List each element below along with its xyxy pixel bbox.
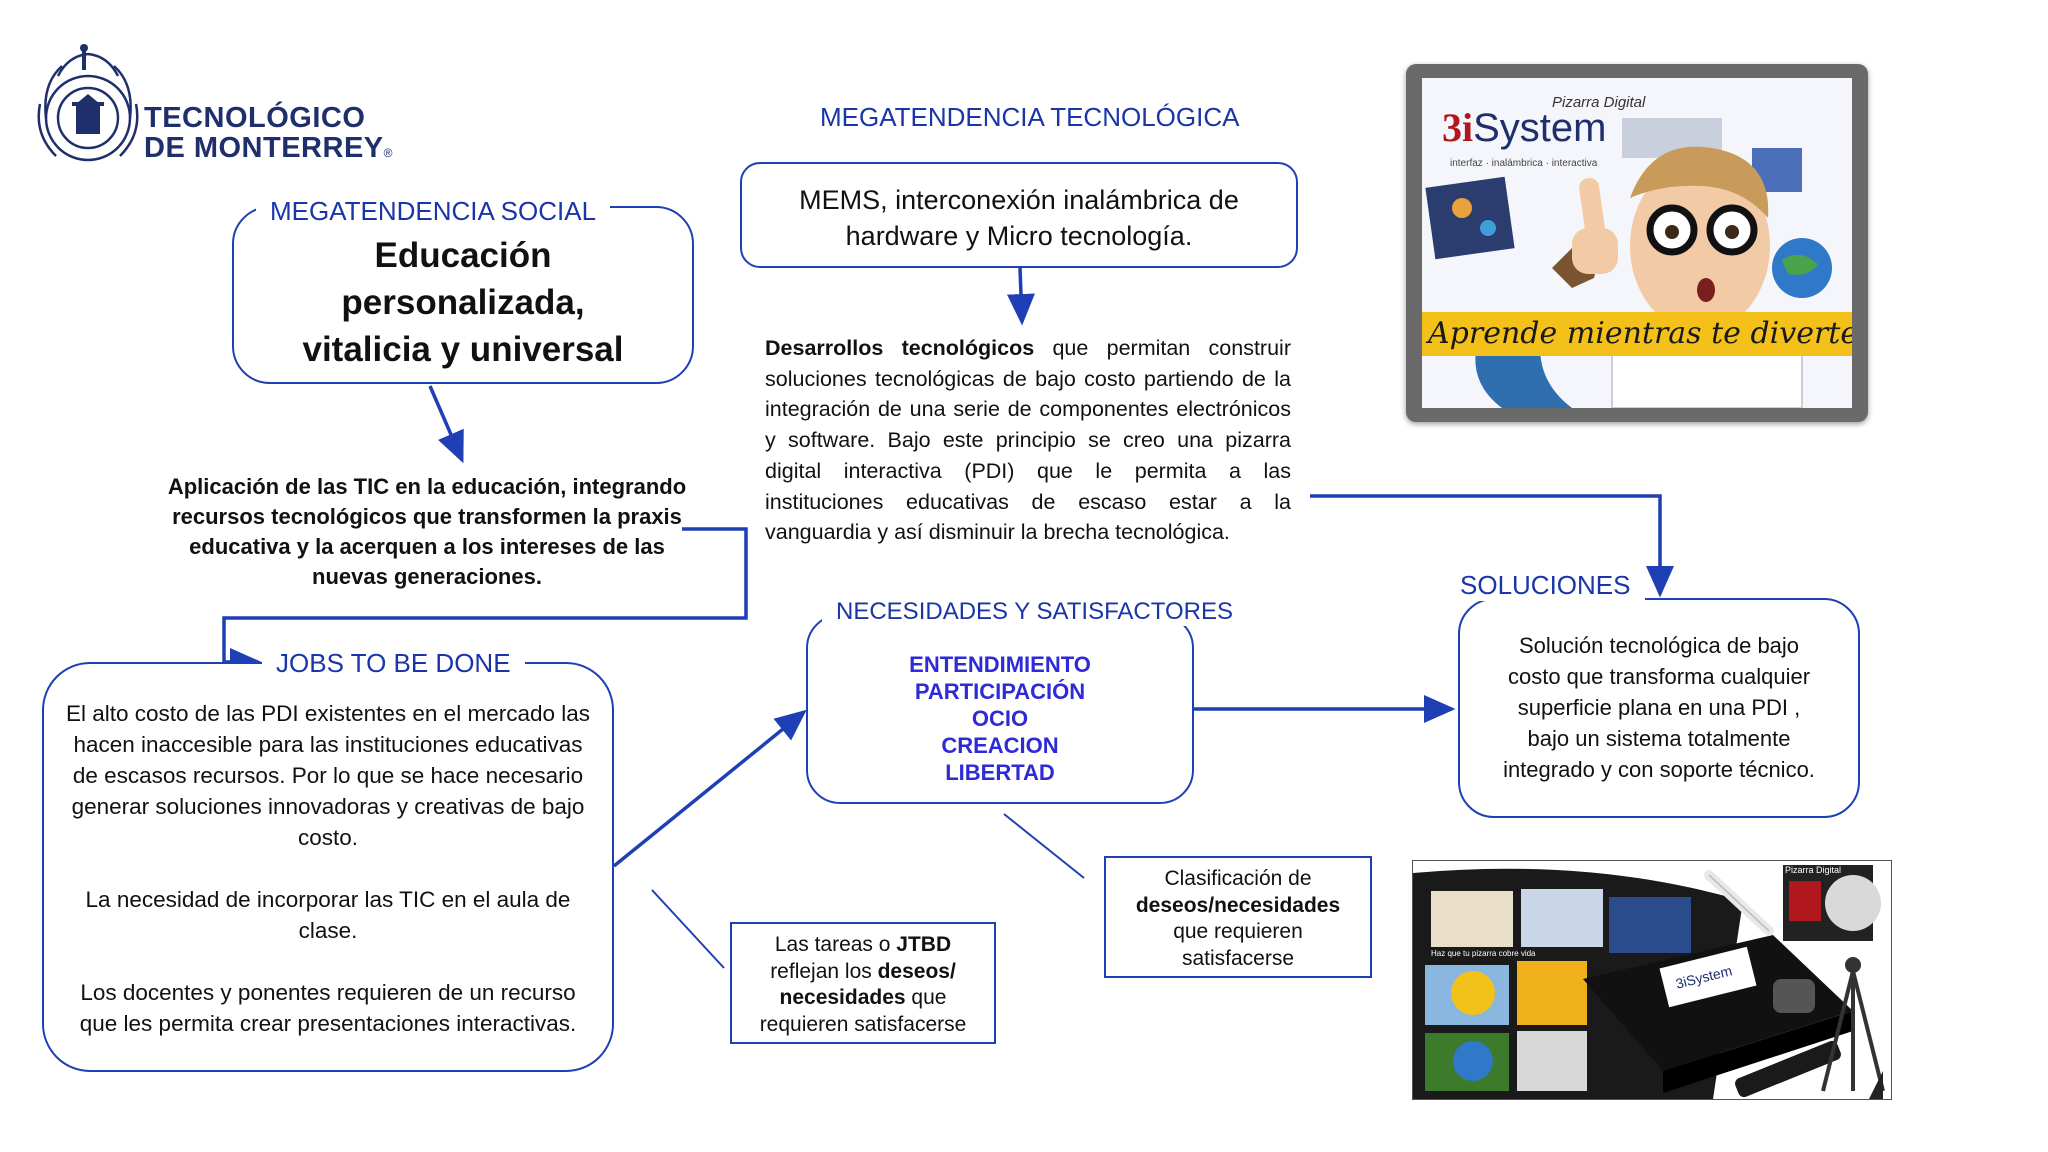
product-ad-screen: Pizarra Digital 3iSystem interfaz · inal… bbox=[1422, 78, 1852, 408]
necesidades-title: NECESIDADES Y SATISFACTORES bbox=[822, 598, 1247, 626]
arrow-social-to-aplicacion bbox=[430, 386, 462, 460]
product-kit-image: Haz que tu pizarra cobre vida 3iSystem P… bbox=[1412, 860, 1892, 1100]
jtbd-note-bold: deseos/ bbox=[878, 960, 956, 983]
megatendencia-tecnologica-title: MEGATENDENCIA TECNOLÓGICA bbox=[820, 102, 1239, 133]
soluciones-line: integrado y con soporte técnico. bbox=[1462, 754, 1856, 785]
clasificacion-line: satisfacerse bbox=[1106, 946, 1370, 973]
callout-line-jtbd bbox=[652, 890, 724, 968]
jobs-spacer bbox=[62, 853, 594, 884]
institution-logo: TECNOLÓGICO DE MONTERREY® bbox=[32, 44, 402, 174]
mems-line: MEMS, interconexión inalámbrica de bbox=[740, 182, 1298, 218]
arrow-jobs-to-necesidades bbox=[614, 712, 804, 866]
jtbd-note-bold: JTBD bbox=[896, 933, 951, 956]
aplicacion-line: nuevas generaciones. bbox=[160, 562, 694, 592]
seal-icon bbox=[32, 44, 144, 170]
desarrollos-lead: Desarrollos tecnológicos bbox=[765, 336, 1034, 360]
social-body-line: vitalicia y universal bbox=[232, 326, 694, 373]
jobs-paragraph: El alto costo de las PDI existentes en e… bbox=[62, 698, 594, 853]
jobs-title: JOBS TO BE DONE bbox=[262, 648, 525, 679]
logo-line-2-wrap: DE MONTERREY® bbox=[144, 132, 392, 165]
soluciones-title: SOLUCIONES bbox=[1446, 570, 1645, 601]
aplicacion-line: recursos tecnológicos que transformen la… bbox=[160, 502, 694, 532]
callout-line-clasificacion bbox=[1004, 814, 1084, 878]
aplicacion-line: educativa y la acerquen a los intereses … bbox=[160, 532, 694, 562]
necesidad-item: OCIO bbox=[806, 705, 1194, 732]
product-ad-slogan: Aprende mientras te divertes bbox=[1428, 316, 1852, 351]
clasificacion-note-box: Clasificación de deseos/necesidades que … bbox=[1104, 856, 1372, 978]
soluciones-body: Solución tecnológica de bajo costo que t… bbox=[1462, 630, 1856, 785]
soluciones-line: costo que transforma cualquier bbox=[1462, 661, 1856, 692]
jobs-spacer bbox=[62, 946, 594, 977]
clasificacion-line: que requieren bbox=[1106, 919, 1370, 946]
megatendencia-social-title: MEGATENDENCIA SOCIAL bbox=[256, 196, 610, 227]
product-kit-illustration bbox=[1413, 861, 1891, 1099]
social-body-line: personalizada, bbox=[232, 279, 694, 326]
jtbd-note-text: que bbox=[906, 986, 947, 1009]
jtbd-note-text: Las tareas o bbox=[775, 933, 896, 956]
aplicacion-line: Aplicación de las TIC en la educación, i… bbox=[160, 472, 694, 502]
jtbd-note-line: reflejan los deseos/ bbox=[732, 959, 994, 986]
clasificacion-line-bold: deseos/necesidades bbox=[1106, 893, 1370, 920]
necesidad-item: LIBERTAD bbox=[806, 759, 1194, 786]
necesidad-item: PARTICIPACIÓN bbox=[806, 678, 1194, 705]
social-body-line: Educación bbox=[232, 232, 694, 279]
child-illustration bbox=[1422, 78, 1852, 408]
jobs-paragraph: La necesidad de incorporar las TIC en el… bbox=[62, 884, 594, 946]
soluciones-line: bajo un sistema totalmente bbox=[1462, 723, 1856, 754]
mems-text: MEMS, interconexión inalámbrica de hardw… bbox=[740, 182, 1298, 254]
jtbd-note-text: reflejan los bbox=[770, 960, 877, 983]
necesidad-item: CREACION bbox=[806, 732, 1194, 759]
jobs-paragraph: Los docentes y ponentes requieren de un … bbox=[62, 977, 594, 1039]
logo-line-2: DE MONTERREY bbox=[144, 132, 384, 164]
soluciones-line: superficie plana en una PDI , bbox=[1462, 692, 1856, 723]
clasificacion-line: Clasificación de bbox=[1106, 866, 1370, 893]
logo-registered-mark: ® bbox=[384, 146, 393, 160]
logo-line-1: TECNOLÓGICO bbox=[144, 102, 365, 135]
jtbd-note-line: necesidades que bbox=[732, 985, 994, 1012]
arrow-mems-to-desarrollos bbox=[1020, 268, 1022, 322]
product-ad-slogan-band: Aprende mientras te divertes bbox=[1422, 312, 1852, 356]
jobs-body: El alto costo de las PDI existentes en e… bbox=[62, 698, 594, 1039]
desarrollos-text: que permitan construir soluciones tecnol… bbox=[765, 336, 1291, 544]
soluciones-line: Solución tecnológica de bajo bbox=[1462, 630, 1856, 661]
megatendencia-social-body: Educación personalizada, vitalicia y uni… bbox=[232, 232, 694, 373]
necesidad-item: ENTENDIMIENTO bbox=[806, 651, 1194, 678]
jtbd-note-box: Las tareas o JTBD reflejan los deseos/ n… bbox=[730, 922, 996, 1044]
mems-line: hardware y Micro tecnología. bbox=[740, 218, 1298, 254]
jtbd-note-line: Las tareas o JTBD bbox=[732, 932, 994, 959]
product-kit-film-caption: Haz que tu pizarra cobre vida bbox=[1431, 949, 1536, 958]
desarrollos-paragraph: Desarrollos tecnológicos que permitan co… bbox=[765, 333, 1291, 548]
necesidades-items: ENTENDIMIENTO PARTICIPACIÓN OCIO CREACIO… bbox=[806, 651, 1194, 786]
product-kit-cd-label: Pizarra Digital bbox=[1785, 865, 1841, 875]
jtbd-note-bold: necesidades bbox=[780, 986, 906, 1009]
jtbd-note-line: requieren satisfacerse bbox=[732, 1012, 994, 1039]
product-ad-image: Pizarra Digital 3iSystem interfaz · inal… bbox=[1406, 64, 1868, 422]
aplicacion-tic-text: Aplicación de las TIC en la educación, i… bbox=[160, 472, 694, 592]
